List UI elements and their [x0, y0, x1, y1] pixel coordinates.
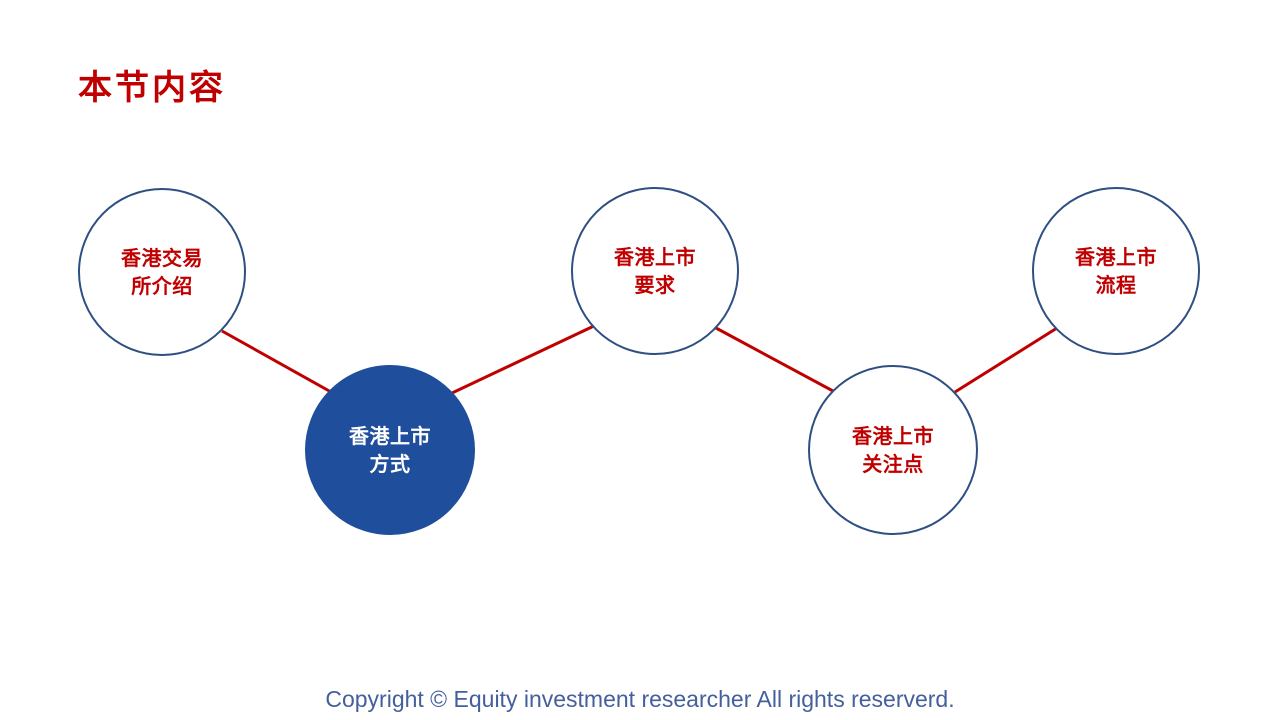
connector-node3-node4	[715, 326, 834, 393]
connector-node1-node2	[221, 329, 332, 394]
diagram-node-2[interactable]: 香港上市 方式	[305, 365, 475, 535]
diagram-node-5-label: 香港上市 流程	[1075, 244, 1157, 297]
diagram-node-3[interactable]: 香港上市 要求	[571, 187, 739, 355]
diagram-node-1-label: 香港交易 所介绍	[121, 245, 203, 298]
diagram-node-4-label: 香港上市 关注点	[852, 423, 934, 476]
diagram-node-2-label: 香港上市 方式	[349, 423, 431, 476]
connector-node2-node3	[451, 323, 597, 395]
diagram-node-3-label: 香港上市 要求	[614, 244, 696, 297]
diagram-node-4[interactable]: 香港上市 关注点	[808, 365, 978, 535]
footer-copyright: Copyright © Equity investment researcher…	[325, 686, 955, 712]
diagram-node-5[interactable]: 香港上市 流程	[1032, 187, 1200, 355]
connector-node4-node5	[954, 326, 1058, 394]
diagram-node-1[interactable]: 香港交易 所介绍	[78, 188, 246, 356]
page-title: 本节内容	[78, 68, 226, 108]
